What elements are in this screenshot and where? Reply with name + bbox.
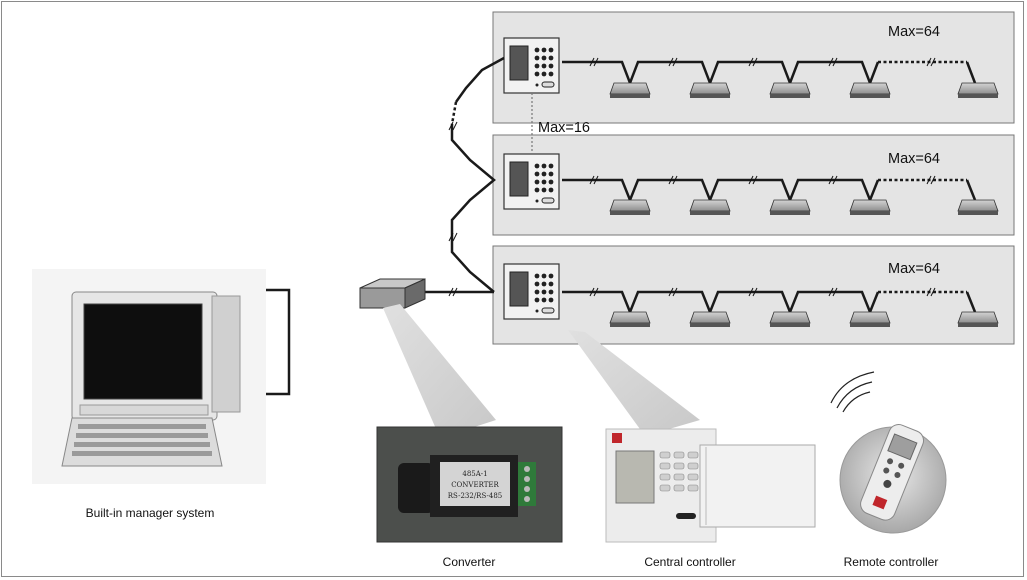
signal-waves-icon <box>830 371 875 413</box>
indoor-unit-icon <box>957 311 999 328</box>
max-units-label: Max=64 <box>888 24 940 40</box>
group-panel-2: Max=64 <box>492 134 1015 236</box>
converter-photo: 485A-1 CONVERTER RS-232/RS-485 <box>376 426 563 543</box>
indoor-unit-icon <box>769 199 811 216</box>
group-panel-3: Max=64 <box>492 245 1015 345</box>
indoor-unit-icon <box>849 311 891 328</box>
manager-computer-icon <box>32 269 266 484</box>
converter-callout <box>383 304 496 438</box>
indoor-unit-icon <box>957 82 999 99</box>
controller-link-max-label: Max=16 <box>538 120 590 136</box>
indoor-unit-icon <box>609 199 651 216</box>
central-controller-photo <box>605 428 816 543</box>
indoor-unit-icon <box>769 311 811 328</box>
indoor-unit-icon <box>769 82 811 99</box>
indoor-unit-icon <box>689 311 731 328</box>
remote-controller-icon <box>839 424 947 534</box>
central-controller-icon <box>503 263 560 320</box>
converter-chip-line3: RS-232/RS-485 <box>448 492 502 500</box>
indoor-unit-icon <box>849 199 891 216</box>
indoor-unit-icon <box>609 311 651 328</box>
central-controller-callout <box>568 330 700 436</box>
max-units-label: Max=64 <box>888 261 940 277</box>
central-controller-caption: Central controller <box>644 555 735 569</box>
bus-wiring <box>232 56 505 396</box>
group-panel-1: Max=64 <box>492 11 1015 124</box>
max-units-label: Max=64 <box>888 151 940 167</box>
indoor-unit-icon <box>849 82 891 99</box>
manager-caption: Built-in manager system <box>86 506 215 520</box>
converter-box-icon <box>359 278 426 309</box>
indoor-unit-icon <box>957 199 999 216</box>
indoor-unit-icon <box>689 199 731 216</box>
central-controller-icon <box>503 153 560 210</box>
indoor-unit-icon <box>609 82 651 99</box>
indoor-unit-icon <box>689 82 731 99</box>
central-controller-icon <box>503 37 560 94</box>
remote-controller-caption: Remote controller <box>844 555 939 569</box>
converter-caption: Converter <box>443 555 496 569</box>
converter-chip-line1: 485A-1 <box>462 470 487 478</box>
converter-chip-line2: CONVERTER <box>451 481 499 489</box>
